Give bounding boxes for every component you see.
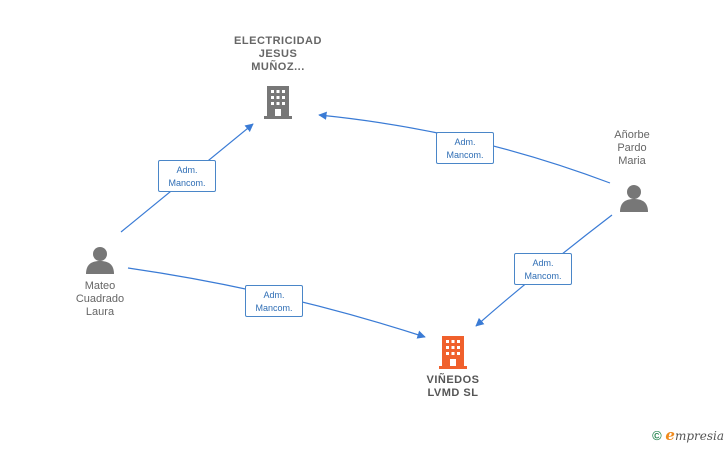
brand-name: mpresia xyxy=(674,429,724,443)
person-icon xyxy=(86,247,114,274)
brand-logo: empresia xyxy=(665,426,724,444)
company-label-electricidad[interactable]: ELECTRICIDAD JESUS MUÑOZ... xyxy=(234,35,322,73)
edge-label-anorbe-vinedos: Adm. Mancom. xyxy=(514,253,572,285)
person-label-mateo[interactable]: Mateo Cuadrado Laura xyxy=(75,280,125,318)
brand-initial: e xyxy=(665,426,675,444)
edge-label-mateo-electricidad: Adm. Mancom. xyxy=(158,160,216,192)
edge-label-mateo-vinedos: Adm. Mancom. xyxy=(245,285,303,317)
copyright-symbol: © xyxy=(652,428,662,443)
building-icon xyxy=(439,336,467,369)
footer-branding: © empresia xyxy=(652,426,724,444)
building-icon xyxy=(264,86,292,119)
edge-label-anorbe-electricidad: Adm. Mancom. xyxy=(436,132,494,164)
person-label-anorbe[interactable]: Añorbe Pardo Maria xyxy=(614,129,650,167)
company-label-vinedos[interactable]: VIÑEDOS LVMD SL xyxy=(426,374,480,399)
person-icon xyxy=(620,185,648,212)
